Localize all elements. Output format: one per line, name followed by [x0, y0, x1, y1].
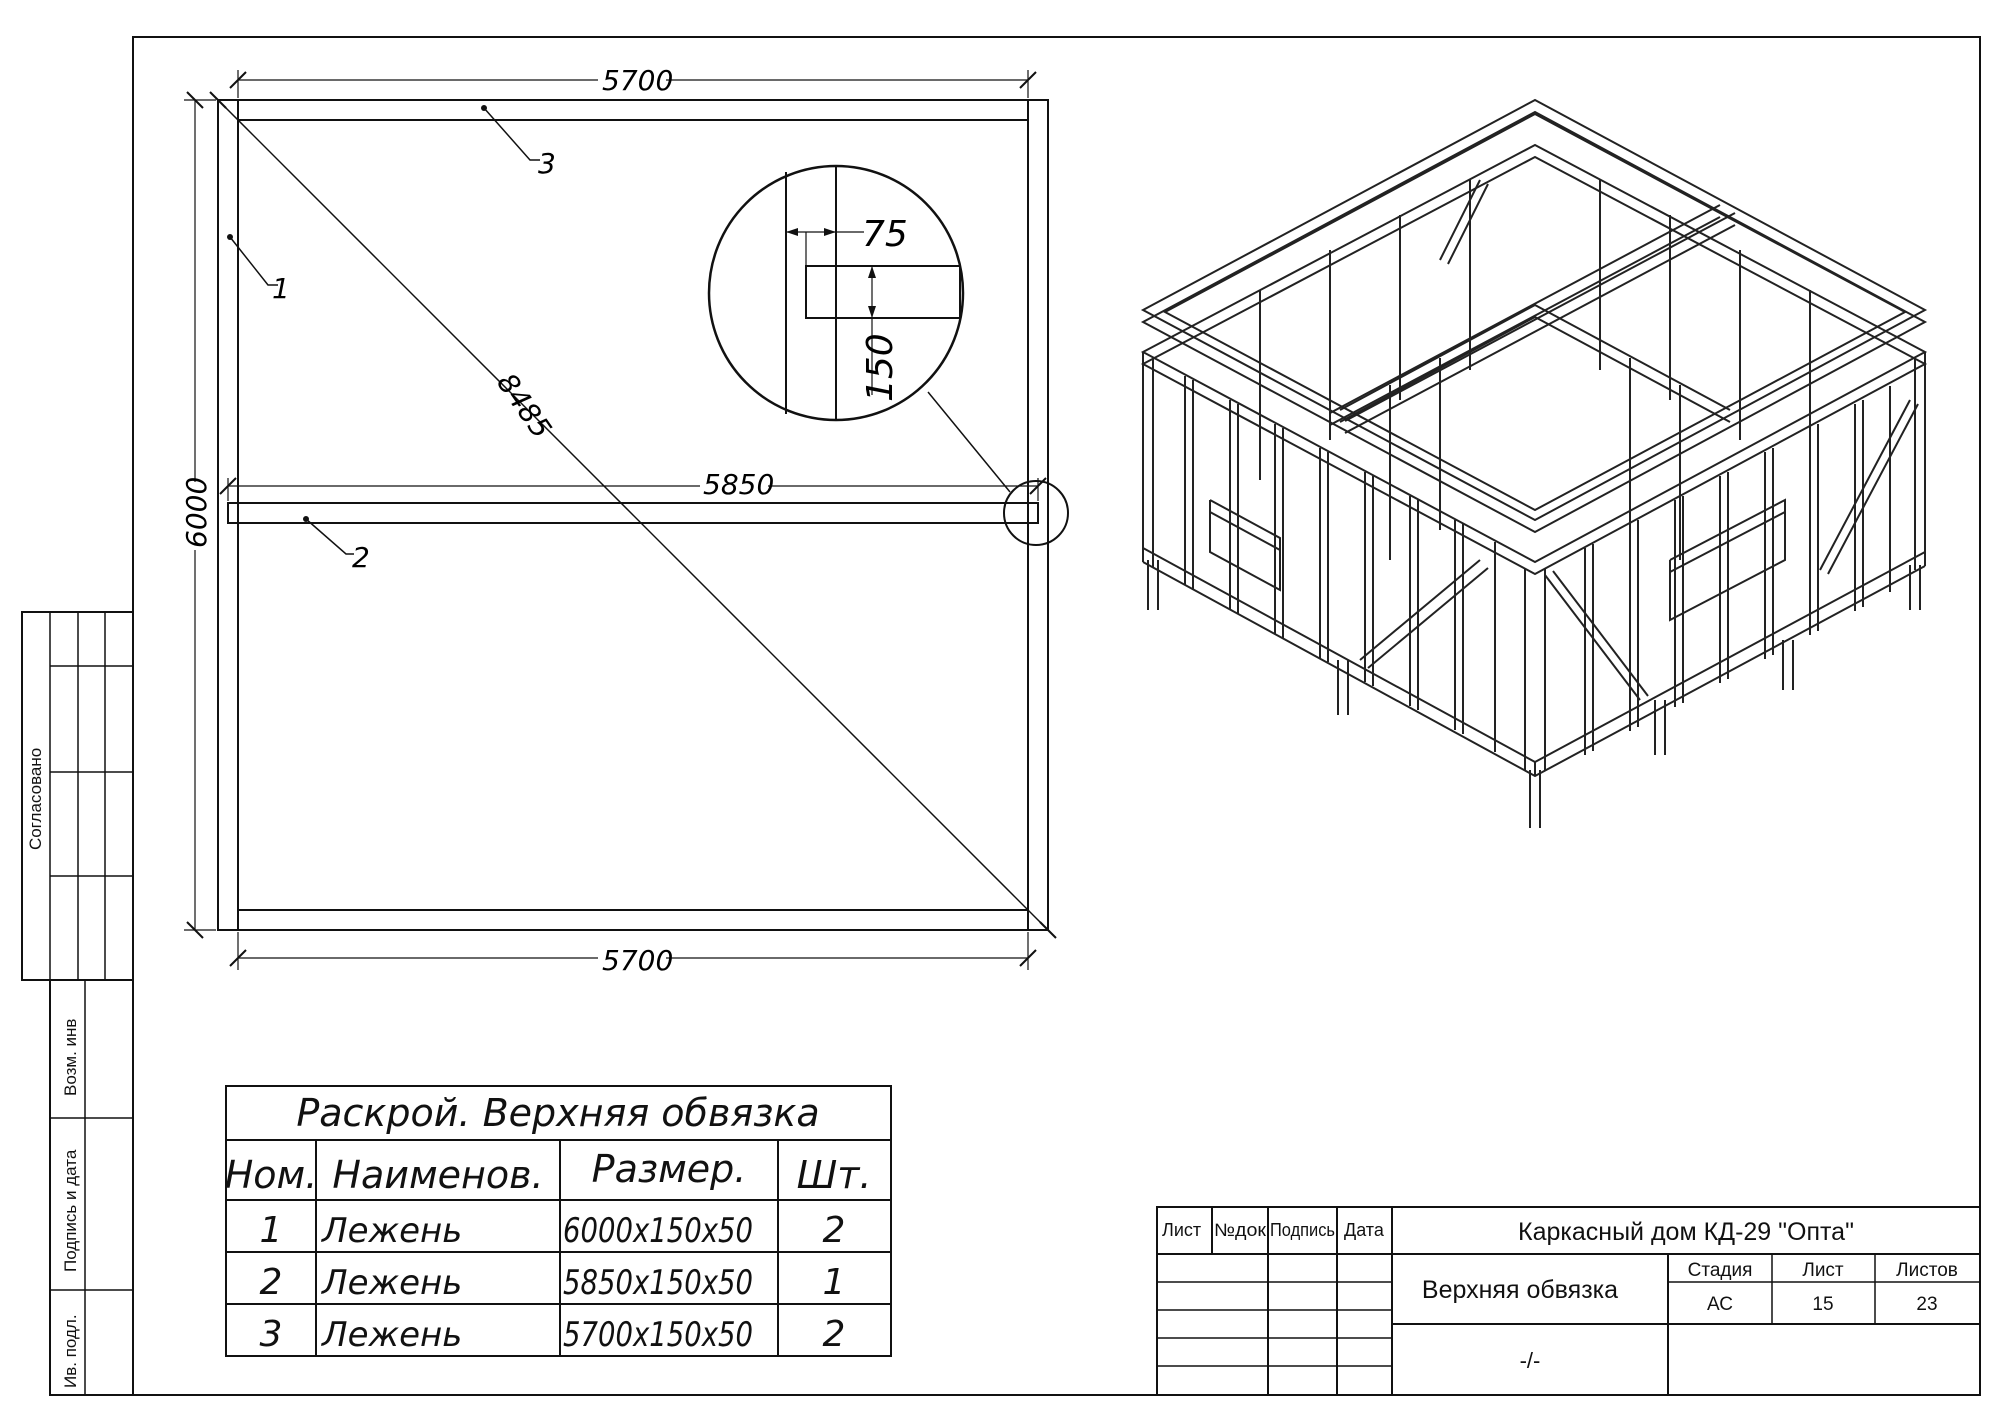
cut-table: Раскрой. Верхняя обвязка Ном. Наименов. … — [225, 1085, 892, 1357]
cut-row-size: 5850х150х50 — [563, 1263, 753, 1303]
tb-sheets-label: Листов — [1896, 1260, 1958, 1281]
member-2-middle — [227, 502, 1039, 524]
tb-col-sheet: Лист — [1162, 1220, 1201, 1240]
cut-row-num: 2 — [260, 1262, 283, 1303]
member-3-top — [237, 99, 1029, 121]
cut-row-size: 6000х150х50 — [563, 1211, 753, 1251]
dim-cross: 5850 — [703, 468, 774, 501]
member-1-right — [1027, 99, 1049, 931]
dim-diagonal: 8485 — [490, 367, 558, 444]
dim-left: 6000 — [180, 477, 213, 548]
leader-1: 1 — [272, 272, 290, 305]
tb-stage: АС — [1707, 1294, 1733, 1315]
cut-row-size: 5700х150х50 — [563, 1315, 753, 1355]
tb-col-date: Дата — [1344, 1220, 1385, 1240]
tb-col-doc: №док — [1214, 1220, 1266, 1240]
cut-table-title: Раскрой. Верхняя обвязка — [296, 1091, 819, 1135]
cut-header-num: Ном. — [225, 1153, 318, 1197]
title-block: Лист №док Подпись Дата Каркасный дом КД-… — [1156, 1206, 1981, 1396]
cut-row-qty: 2 — [823, 1210, 846, 1251]
detail-callout: 75 150 — [707, 164, 965, 422]
cut-row-name: Лежень — [320, 1211, 462, 1251]
member-3-bottom — [237, 909, 1029, 931]
tb-sheet-label: Лист — [1802, 1260, 1844, 1281]
tb-stage-label: Стадия — [1688, 1260, 1753, 1281]
tb-sheet: 15 — [1812, 1294, 1833, 1315]
sign-date-label: Подпись и дата — [61, 1149, 80, 1272]
cut-row-qty: 2 — [823, 1314, 846, 1355]
tb-project: Каркасный дом КД-29 "Опта" — [1518, 1218, 1854, 1246]
diagonal-dimension-line — [217, 99, 1049, 931]
leader-2: 2 — [352, 541, 370, 574]
cut-row-num: 1 — [260, 1210, 283, 1251]
orig-inv-label: Ив. подл. — [61, 1314, 80, 1388]
cut-row-num: 3 — [260, 1314, 283, 1355]
isometric-frame-view — [1140, 98, 1928, 828]
inv-label: Возм. инв — [61, 1019, 80, 1096]
cut-row-name: Лежень — [320, 1263, 462, 1303]
cut-row-qty: 1 — [823, 1262, 846, 1303]
cut-header-qty: Шт. — [797, 1153, 872, 1197]
member-1-left — [217, 99, 239, 931]
detail-dim-width: 75 — [862, 214, 908, 255]
cut-header-size: Размер. — [592, 1147, 747, 1191]
tb-note: -/- — [1520, 1348, 1541, 1373]
plan-view: 8485 5700 5700 6000 5850 — [180, 64, 1069, 977]
tb-sheets: 23 — [1916, 1294, 1937, 1315]
cut-header-name: Наименов. — [332, 1153, 543, 1197]
detail-dim-height: 150 — [860, 333, 901, 402]
tb-col-sign: Подпись — [1270, 1220, 1335, 1240]
dim-top: 5700 — [602, 64, 673, 97]
detail-marker — [1003, 480, 1069, 546]
cut-row-name: Лежень — [320, 1315, 462, 1355]
agreed-label: Согласовано — [26, 748, 45, 850]
leader-3: 3 — [538, 147, 556, 180]
dim-bottom: 5700 — [602, 944, 673, 977]
side-stamp: Согласовано Возм. инв Подпись и дата Ив.… — [21, 611, 134, 1396]
tb-drawing-name: Верхняя обвязка — [1422, 1276, 1618, 1304]
